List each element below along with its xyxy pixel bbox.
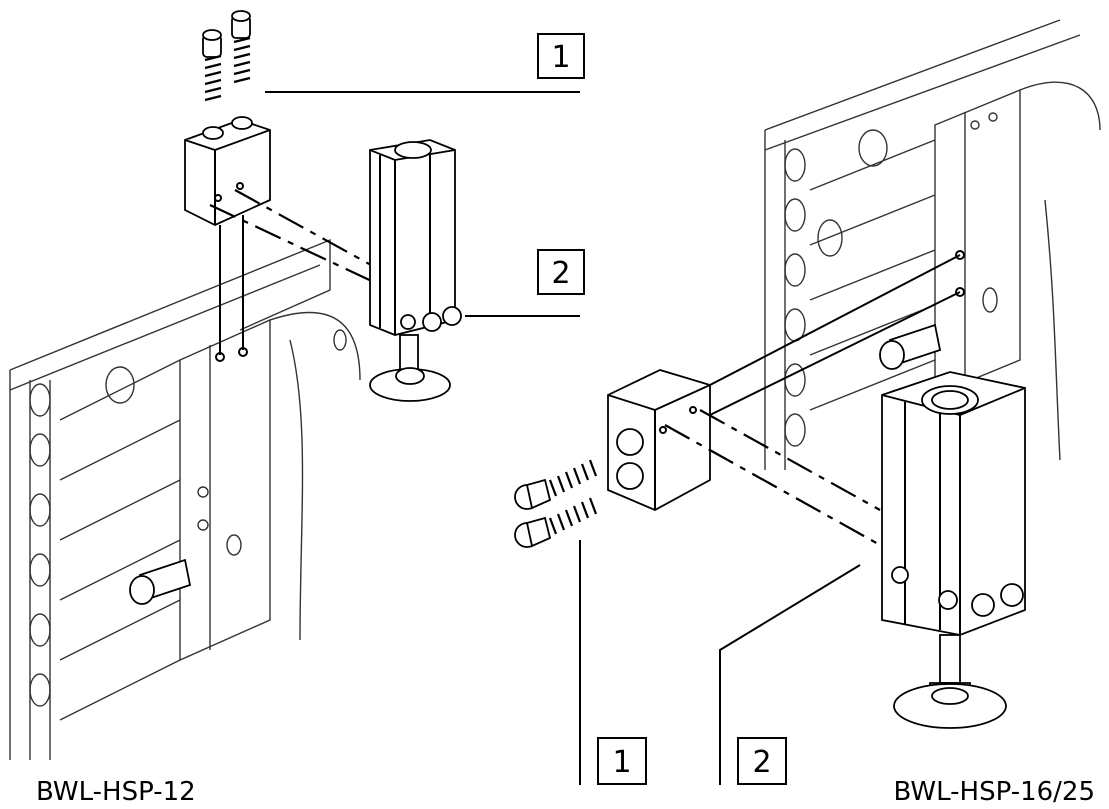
right-leader-lines [579,540,861,785]
profile-slots-left [29,366,135,707]
right-adapter-block [607,369,711,511]
left-assembly-paths [209,189,381,362]
left-foot-unit [369,139,462,402]
left-callout-2-text: 2 [551,256,570,291]
right-foot-unit [881,371,1026,729]
left-assembly: 1 2 BWL-HSP-12 [9,10,585,807]
profile-slots-right [784,129,888,447]
right-model-label: BWL-HSP-16/25 [894,777,1096,807]
left-adapter-block [184,116,271,226]
left-screws [202,10,251,102]
left-callout-1: 1 [537,33,585,79]
left-profile [9,238,361,760]
right-assembly: 1 2 BWL-HSP-16/25 [514,19,1101,807]
left-model-label: BWL-HSP-12 [36,777,196,807]
right-profile [764,19,1101,470]
right-assembly-paths [664,250,965,546]
right-callout-1: 1 [597,737,647,785]
right-callout-2: 2 [737,737,787,785]
right-callout-2-text: 2 [752,745,771,780]
left-callout-2: 2 [537,249,585,295]
right-callout-1-text: 1 [612,745,631,780]
right-screws [514,459,598,548]
left-leader-lines [265,91,580,317]
left-callout-1-text: 1 [551,40,570,75]
